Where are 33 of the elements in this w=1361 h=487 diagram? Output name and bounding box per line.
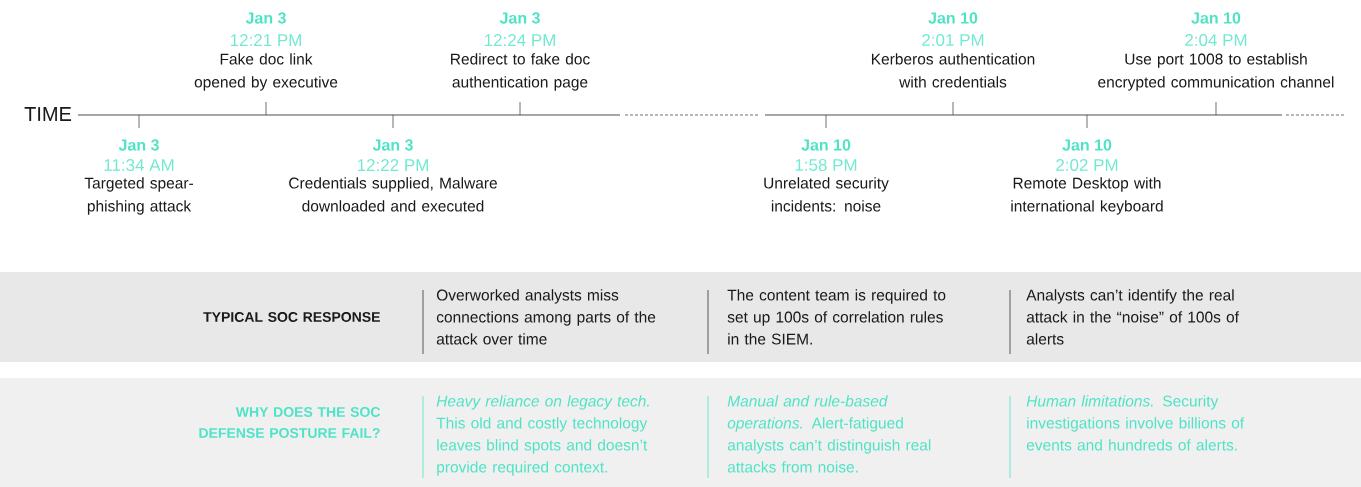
event-date: Jan 3 [499, 12, 540, 24]
event-date: Jan 10 [1062, 139, 1112, 151]
column-text: Overworked analysts miss connections among parts of the attack over time [436, 289, 656, 345]
event-time: 12:21 PM [230, 34, 301, 46]
event-description: Credentials supplied, Malware downloaded and executed [289, 177, 497, 212]
axis-label: TIME [24, 107, 72, 121]
event-date: Jan 10 [1191, 12, 1241, 24]
column-text: Human limitations. Security investigations involve billions of events and hundreds of alerts. [1026, 395, 1245, 451]
column-text: Heavy reliance on legacy tech. This old and costly technology leaves blind spots and doesn’t provide required context. [436, 395, 649, 476]
event-description: Fake doc link opened by executive [194, 53, 338, 91]
event-time: 2:04 PM [1185, 34, 1247, 46]
event-description: Targeted spear-phishing attack [84, 177, 193, 215]
event-date: Jan 3 [372, 139, 413, 151]
event-time: 2:01 PM [922, 34, 984, 46]
column-text: Manual and rule-based operations. Alert-fatigued analysts can’t distinguish real attacks from noise. [727, 395, 931, 473]
event-time: 2:02 PM [1056, 159, 1118, 171]
event-time: 12:24 PM [484, 34, 555, 46]
event-time: 12:22 PM [357, 159, 428, 171]
column-text: Analysts can’t identify the real attack in the “noise” of 100s of alerts [1026, 289, 1239, 345]
event-date: Jan 10 [928, 12, 978, 24]
row-heading: TYPICAL SOC RESPONSE [203, 312, 380, 322]
event-time: 11:34 AM [104, 159, 174, 171]
event-description: Redirect to fake doc authentication page [451, 53, 590, 91]
event-description: Remote Desktop with international keyboard [1011, 177, 1163, 215]
row-heading: WHY DOES THE SOC DEFENSE POSTURE FAIL? [199, 407, 381, 438]
event-description: Kerberos authentication with credentials [872, 53, 1035, 88]
event-description: Use port 1008 to establish encrypted communication channel [1098, 53, 1334, 91]
event-date: Jan 10 [801, 139, 851, 151]
event-date: Jan 3 [118, 139, 159, 151]
event-date: Jan 3 [245, 12, 286, 24]
event-time: 1:58 PM [795, 159, 857, 171]
event-description: Unrelated security incidents: noise [764, 177, 889, 212]
column-text: The content team is required to set up 100s of correlation rules in the SIEM. [727, 289, 946, 345]
